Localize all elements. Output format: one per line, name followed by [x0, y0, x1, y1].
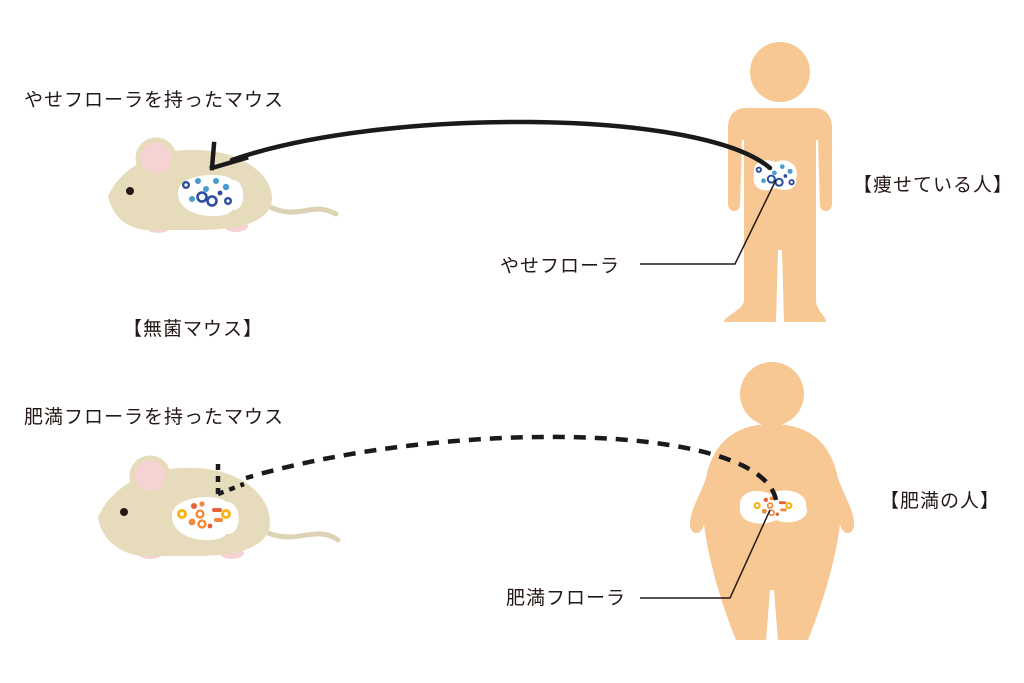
obese-mouse-label: 肥満フローラを持ったマウス [24, 406, 285, 428]
mouse-ear [135, 137, 177, 179]
lean-mouse-label: やせフローラを持ったマウス [24, 89, 285, 111]
obese-person-icon [690, 362, 854, 640]
leader-line-obese [640, 509, 771, 599]
lean-person-label: 【痩せている人】 [853, 174, 1014, 196]
mouse-tail [265, 203, 339, 217]
mouse-eye [120, 508, 128, 516]
gut-area [739, 490, 808, 524]
transfer-arrow-lean [229, 119, 773, 171]
arrow-head [209, 141, 249, 171]
mouse-ear [129, 455, 171, 497]
mouse-eye [126, 187, 134, 195]
gut-area [172, 497, 239, 541]
mouse-tail [263, 529, 341, 543]
obese-person-label: 【肥満の人】 [880, 490, 1001, 512]
slim-person-icon [724, 42, 832, 322]
lean-flora-label: やせフローラ [500, 255, 621, 277]
arrow-head [215, 464, 245, 497]
gut-area [753, 160, 797, 191]
transfer-arrow-obese [245, 434, 779, 501]
leader-line-lean [640, 179, 777, 265]
lean-mouse [108, 137, 339, 233]
obese-flora-label: 肥満フローラ [506, 587, 627, 609]
germfree-mouse-label: 【無菌マウス】 [123, 318, 264, 340]
obese-mouse [98, 455, 341, 559]
